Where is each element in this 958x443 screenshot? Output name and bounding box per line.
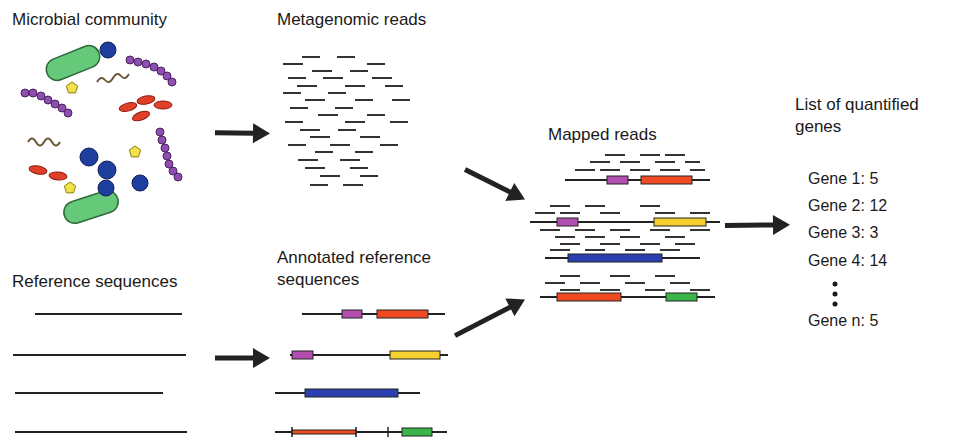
red-rod: [28, 164, 47, 175]
dot: [833, 282, 838, 287]
pentagons: [64, 82, 140, 193]
chain-cell: [168, 78, 176, 86]
flow-arrow: [455, 298, 525, 335]
chain-cell: [163, 152, 171, 160]
panel-heading: Annotated reference sequences: [277, 247, 455, 291]
panel: Metagenomic reads: [270, 8, 465, 198]
chain-cell: [21, 89, 29, 97]
panel-heading: Mapped reads: [548, 124, 718, 146]
gene-annotations: [292, 310, 440, 436]
gene-segment: [666, 293, 697, 301]
red-rod: [154, 101, 172, 109]
aligned-reads: [535, 155, 710, 290]
coccus: [98, 161, 116, 179]
red-rod: [131, 109, 151, 123]
coccus: [100, 42, 116, 58]
chain-cell: [142, 60, 150, 68]
red-rod: [136, 94, 155, 105]
gene-segment: [654, 218, 706, 226]
gene-count: Gene 2: 12: [808, 195, 948, 217]
arrow-head: [505, 183, 525, 201]
arrow-shaft: [215, 356, 255, 361]
flow-arrow: [465, 170, 525, 201]
coccus: [132, 175, 148, 191]
gene-segment: [557, 218, 578, 226]
dot: [833, 292, 838, 297]
chain-cell: [134, 58, 142, 66]
reference-sequence-lines: [13, 314, 187, 432]
panel-heading: Microbial community: [12, 9, 212, 31]
arrow-head: [773, 215, 790, 235]
gene-segment: [607, 176, 628, 184]
panel-heading: List of quantified genes: [795, 94, 923, 138]
flow-arrow: [725, 215, 790, 235]
spirochete: [28, 139, 60, 146]
chain-cell: [161, 144, 169, 152]
coccus: [98, 180, 114, 196]
gene-count: Gene n: 5: [808, 310, 948, 332]
arrow-shaft: [725, 222, 775, 228]
flow-arrow: [215, 123, 270, 143]
gene-segment: [305, 389, 398, 397]
gene-count: Gene 3: 3: [808, 222, 948, 244]
panel-heading: Metagenomic reads: [277, 9, 462, 31]
coccus: [80, 148, 98, 166]
annotated-references: [275, 310, 448, 437]
arrow-shaft: [455, 306, 512, 335]
reference-line: [530, 180, 720, 297]
gene-segment: [568, 254, 662, 262]
panel: Mapped reads: [525, 120, 725, 305]
dot: [833, 302, 838, 307]
chain-cell: [29, 89, 37, 97]
arrow-shaft: [215, 130, 255, 136]
gene-segment: [390, 351, 440, 359]
yellow-particle: [66, 82, 77, 93]
arrow-shaft: [465, 170, 512, 193]
red-rod: [49, 171, 68, 181]
microbial-community-art: [21, 42, 182, 226]
gene-count: Gene 4: 14: [808, 250, 948, 272]
mapped-reads-art: [530, 155, 720, 301]
chain-cell: [158, 136, 166, 144]
gene-segment: [292, 351, 313, 359]
arrow-head: [505, 298, 525, 316]
panel-heading: Reference sequences: [12, 271, 212, 293]
gene-segment: [402, 428, 432, 436]
gene-segment: [377, 310, 428, 318]
chain-cell: [64, 109, 72, 117]
arrow-head: [253, 348, 270, 368]
gene-count: Gene 1: 5: [808, 168, 948, 190]
panel: Reference sequences: [10, 268, 215, 438]
chain-cell: [126, 56, 134, 64]
yellow-particle: [64, 182, 75, 193]
rod-cluster: [28, 94, 172, 180]
gene-segment: [557, 293, 621, 301]
rod-bacterium: [43, 42, 103, 83]
red-rod: [118, 101, 137, 113]
ellipsis-dots: [833, 282, 838, 307]
gene-segment: [292, 430, 356, 434]
streptococcus-chains: [21, 56, 182, 181]
arrow-head: [253, 123, 270, 143]
chain-cell: [174, 173, 182, 181]
panel: Microbial community: [10, 8, 215, 223]
chain-cell: [156, 128, 164, 136]
gene-segment: [342, 310, 362, 318]
panel: Annotated reference sequences: [270, 244, 455, 439]
yellow-particle: [129, 146, 140, 157]
gene-segment: [641, 176, 692, 184]
flow-arrow: [215, 348, 270, 368]
reference-line: [275, 314, 448, 432]
panel: List of quantified genesGene 1: 5 Gene 2:…: [790, 90, 955, 335]
boundary-tick: [292, 427, 388, 437]
sequencing-reads: [283, 57, 410, 185]
spirochete: [97, 74, 129, 82]
